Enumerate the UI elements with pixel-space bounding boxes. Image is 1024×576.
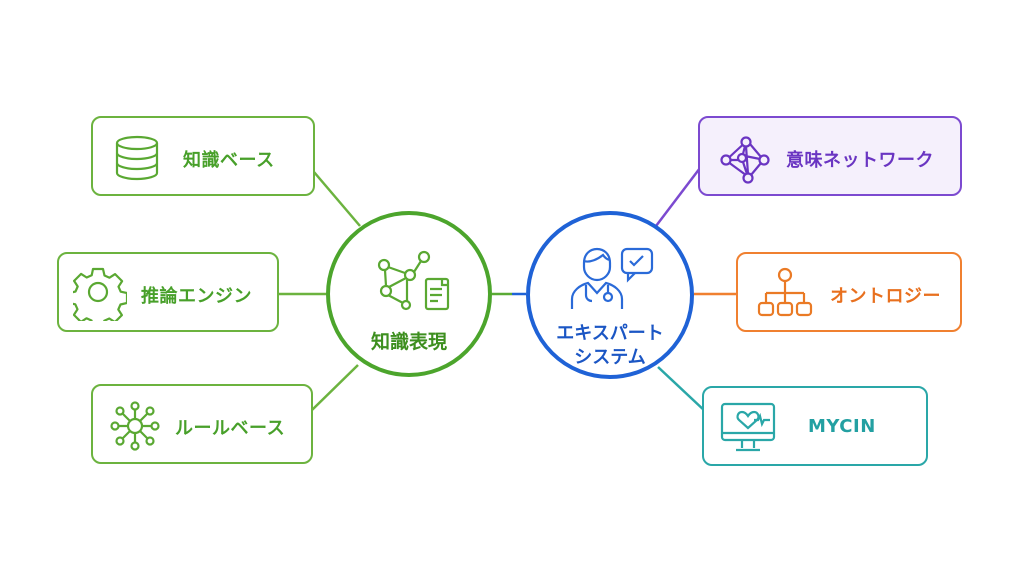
node-knowledge-base[interactable]: 知識ベース <box>91 116 315 196</box>
node-ontology[interactable]: オントロジー <box>736 252 962 332</box>
node-rule-base[interactable]: ルールベース <box>91 384 313 464</box>
node-semantic-network[interactable]: 意味ネットワーク <box>698 116 962 196</box>
semantic-network-icon <box>720 136 770 184</box>
node-mycin-label: MYCIN <box>808 416 876 437</box>
node-semantic-network-label: 意味ネットワーク <box>786 150 934 171</box>
knowledge-graph-icon <box>377 250 450 311</box>
node-rule-base-label: ルールベース <box>175 418 286 439</box>
hub-expert-system[interactable]: エキスパート システム <box>526 211 694 379</box>
node-knowledge-base-label: 知識ベース <box>183 150 275 171</box>
hub-expert-system-label-line1: エキスパート <box>556 323 664 344</box>
node-mycin[interactable]: MYCIN <box>702 386 928 466</box>
heart-monitor-icon <box>720 402 776 452</box>
connector-kb <box>313 171 361 227</box>
node-ontology-label: オントロジー <box>830 286 941 307</box>
network-hub-icon <box>110 401 160 451</box>
hub-expert-system-label-line2: システム <box>574 347 646 368</box>
hub-knowledge-representation[interactable]: 知識表現 <box>326 211 492 377</box>
node-inference-engine-label: 推論エンジン <box>141 286 252 307</box>
gear-icon <box>73 267 127 321</box>
connector-rules <box>311 364 359 411</box>
hierarchy-icon <box>757 267 813 317</box>
connector-semantic <box>655 167 701 227</box>
doctor-icon <box>570 247 654 309</box>
hub-knowledge-representation-label: 知識表現 <box>370 331 447 353</box>
database-icon <box>115 135 159 181</box>
node-inference-engine[interactable]: 推論エンジン <box>57 252 279 332</box>
connector-mycin <box>657 366 707 413</box>
